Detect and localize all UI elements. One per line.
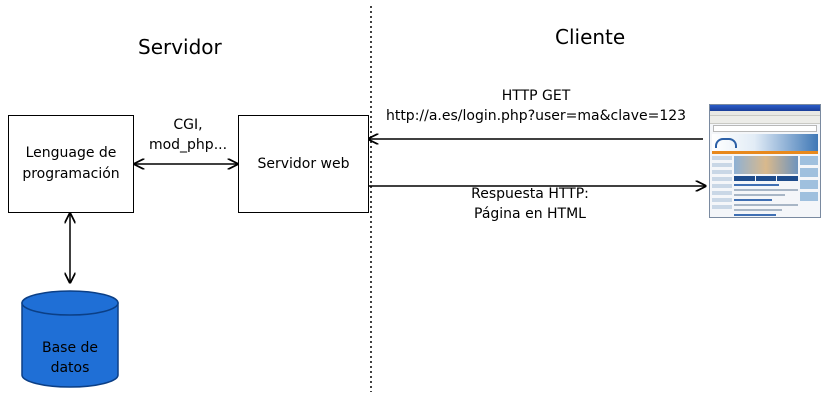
database-cylinder [21, 290, 119, 388]
web-server-box: Servidor web [238, 115, 369, 213]
cgi-label-line2: mod_php... [148, 137, 228, 153]
request-label-line2: http://a.es/login.php?user=ma&clave=123 [385, 108, 687, 124]
database-label-line2: datos [50, 360, 90, 376]
cgi-label: CGI, mod_php... [140, 115, 236, 155]
response-label-line2: Página en HTML [474, 206, 586, 222]
response-label-line1: Respuesta HTTP: [471, 186, 589, 202]
database-label-line1: Base de [41, 340, 99, 356]
browser-screenshot-icon [709, 104, 821, 218]
language-box-line2: programación [22, 166, 120, 182]
cgi-label-line1: CGI, [173, 117, 203, 133]
programming-language-box: Lenguage de programación [8, 115, 134, 213]
client-heading: Cliente [555, 25, 626, 49]
server-heading: Servidor [138, 35, 222, 59]
request-label-line1: HTTP GET [501, 88, 571, 104]
language-box-line1: Lenguage de [25, 145, 117, 161]
web-server-label: Servidor web [257, 155, 350, 172]
database-label: Base de datos [22, 338, 118, 378]
response-label: Respuesta HTTP: Página en HTML [430, 184, 630, 224]
request-label: HTTP GET http://a.es/login.php?user=ma&c… [375, 86, 697, 126]
